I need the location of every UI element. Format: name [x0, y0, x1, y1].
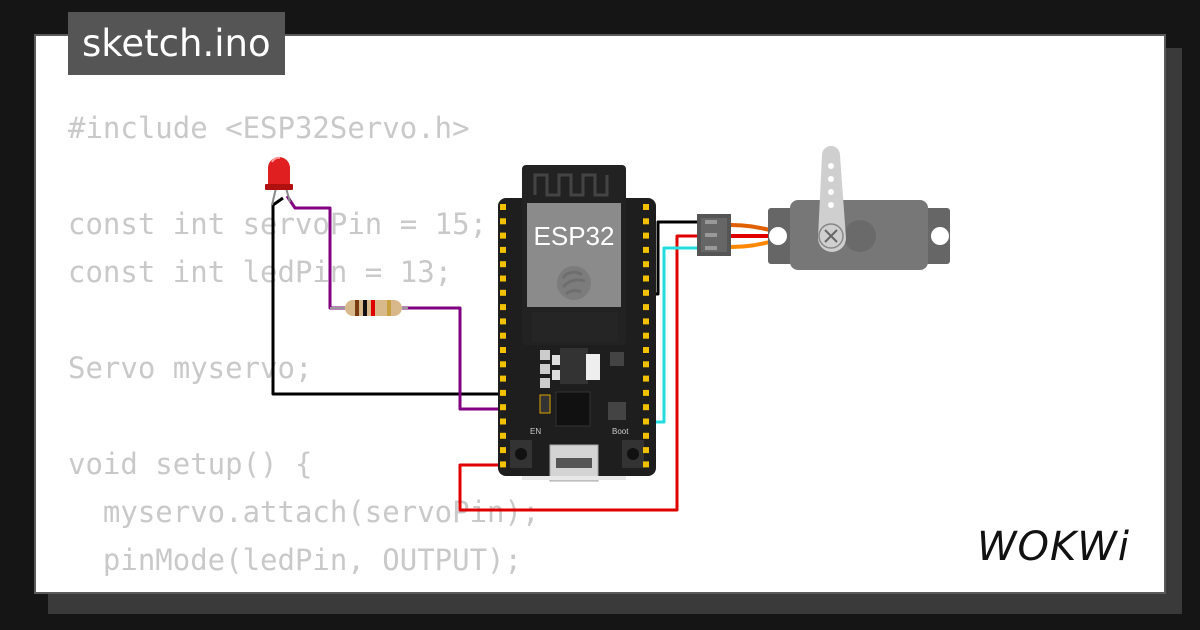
header-pin[interactable]: [643, 361, 649, 368]
header-pin[interactable]: [500, 275, 506, 282]
header-pin[interactable]: [500, 332, 506, 339]
header-pin[interactable]: [643, 432, 649, 439]
header-pin[interactable]: [500, 318, 506, 325]
pin-header-right: [643, 204, 649, 468]
header-pin[interactable]: [643, 261, 649, 268]
wire-led-resistor[interactable]: [285, 195, 345, 310]
code-line: pinMode(ledPin, OUTPUT);: [68, 543, 522, 577]
header-pin[interactable]: [500, 418, 506, 425]
code-line: myservo.attach(servoPin);: [68, 495, 540, 529]
header-pin[interactable]: [500, 404, 506, 411]
header-pin[interactable]: [643, 246, 649, 253]
pin-header-left: [500, 204, 506, 468]
header-pin[interactable]: [643, 375, 649, 382]
sketch-filename-tab: sketch.ino: [68, 12, 285, 75]
code-line: #include <ESP32Servo.h>: [68, 111, 470, 145]
header-pin[interactable]: [500, 432, 506, 439]
board-label: ESP32: [534, 221, 615, 251]
header-pin[interactable]: [500, 204, 506, 210]
header-pin[interactable]: [500, 289, 506, 296]
code-line: const int ledPin = 13;: [68, 255, 453, 289]
header-pin[interactable]: [500, 447, 506, 454]
header-pin[interactable]: [643, 461, 649, 468]
header-pin[interactable]: [500, 389, 506, 396]
wire-resistor-pin13[interactable]: [402, 306, 504, 411]
code-listing: #include <ESP32Servo.h> const int servoPi…: [68, 104, 540, 592]
header-pin[interactable]: [643, 304, 649, 311]
code-line: Servo myservo;: [68, 351, 313, 385]
header-pin[interactable]: [643, 389, 649, 396]
header-pin[interactable]: [500, 218, 506, 225]
header-pin[interactable]: [643, 218, 649, 225]
wifi-antenna-icon: [533, 173, 609, 197]
header-pin[interactable]: [643, 232, 649, 239]
en-button-label: EN: [530, 427, 541, 436]
header-pin[interactable]: [500, 375, 506, 382]
header-pin[interactable]: [500, 461, 506, 468]
servo-motor[interactable]: [697, 146, 950, 270]
header-pin[interactable]: [643, 204, 649, 210]
header-pin[interactable]: [500, 347, 506, 353]
code-line: void setup() {: [68, 447, 313, 481]
header-pin[interactable]: [643, 318, 649, 325]
header-pin[interactable]: [643, 289, 649, 296]
boot-button-label: Boot: [612, 427, 629, 436]
header-pin[interactable]: [500, 361, 506, 368]
header-pin[interactable]: [643, 404, 649, 411]
header-pin[interactable]: [500, 261, 506, 268]
header-pin[interactable]: [643, 418, 649, 425]
wire-5v-servo[interactable]: [458, 234, 700, 512]
header-pin[interactable]: [643, 347, 649, 353]
wokwi-logo: WOKWi: [977, 524, 1130, 570]
header-pin[interactable]: [500, 246, 506, 253]
wire-led-gnd[interactable]: [271, 196, 504, 396]
led-icon[interactable]: [265, 156, 293, 206]
code-line: const int servoPin = 15;: [68, 207, 488, 241]
header-pin[interactable]: [643, 275, 649, 282]
header-pin[interactable]: [643, 332, 649, 339]
espressif-logo-icon: [557, 266, 591, 300]
code-line: }: [68, 584, 539, 592]
resistor-icon[interactable]: [330, 300, 408, 316]
header-pin[interactable]: [500, 232, 506, 239]
esp32-board[interactable]: ESP32 EN Boot: [498, 165, 656, 482]
header-pin[interactable]: [500, 304, 506, 311]
header-pin[interactable]: [643, 447, 649, 454]
